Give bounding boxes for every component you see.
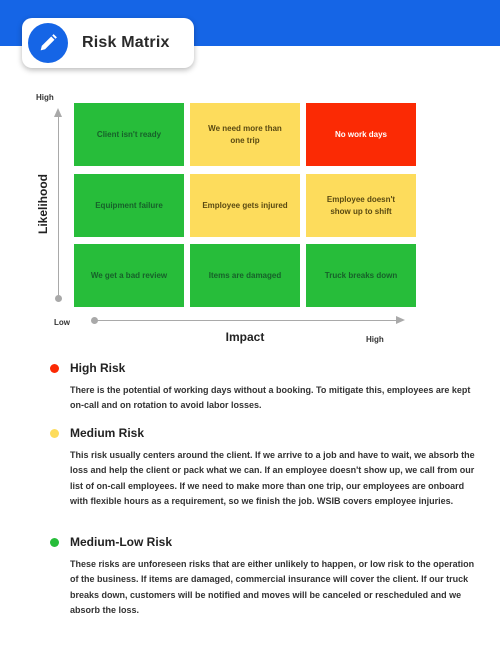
matrix-cell-r3-c2: Items are damaged xyxy=(190,244,300,307)
section-medium-low-risk: Medium-Low Risk These risks are unforese… xyxy=(42,535,482,619)
cell-label: We get a bad review xyxy=(90,270,168,280)
pencil-icon xyxy=(28,23,68,63)
y-axis-origin-dot xyxy=(55,295,62,302)
section-title: Medium Risk xyxy=(70,426,145,440)
cell-label: Employee doesn't show up to shift xyxy=(326,194,396,216)
y-axis-low-label: Low xyxy=(54,318,70,327)
y-axis-arrow xyxy=(54,108,62,117)
medium-risk-dot xyxy=(50,429,59,438)
page-title: Risk Matrix xyxy=(82,34,170,51)
matrix-cell-r3-c3: Truck breaks down xyxy=(306,244,416,307)
section-title: High Risk xyxy=(70,361,126,375)
matrix-cell-r1-c2: We need more than one trip xyxy=(190,103,300,166)
section-body: There is the potential of working days w… xyxy=(70,385,471,411)
y-axis-line xyxy=(58,116,59,299)
cell-label: Employee gets injured xyxy=(202,200,288,210)
cell-label: Client isn't ready xyxy=(96,129,162,139)
cell-label: Truck breaks down xyxy=(324,270,398,280)
matrix-cell-r2-c1: Equipment failure xyxy=(74,174,184,237)
matrix-cell-r2-c3: Employee doesn't show up to shift xyxy=(306,174,416,237)
section-body: This risk usually centers around the cli… xyxy=(70,450,475,507)
cell-label: Items are damaged xyxy=(208,270,282,280)
section-medium-risk: Medium Risk This risk usually centers ar… xyxy=(42,426,482,510)
pencil-icon-svg xyxy=(40,34,57,51)
matrix-cell-r2-c2: Employee gets injured xyxy=(190,174,300,237)
matrix-cell-r1-c1: Client isn't ready xyxy=(74,103,184,166)
x-axis-line xyxy=(96,320,396,321)
x-axis-title: Impact xyxy=(225,330,265,344)
cell-label: No work days xyxy=(334,129,387,139)
cell-label: Equipment failure xyxy=(95,200,163,210)
medium-low-risk-dot xyxy=(50,538,59,547)
matrix-cell-r3-c1: We get a bad review xyxy=(74,244,184,307)
cell-label: We need more than one trip xyxy=(208,123,282,145)
high-risk-dot xyxy=(50,364,59,373)
section-title: Medium-Low Risk xyxy=(70,535,173,549)
section-body: These risks are unforeseen risks that ar… xyxy=(70,559,475,616)
matrix-cell-r1-c3: No work days xyxy=(306,103,416,166)
x-axis-high-label: High xyxy=(366,335,384,344)
x-axis-origin-dot xyxy=(91,317,98,324)
x-axis-arrow xyxy=(396,316,405,324)
section-high-risk: High Risk There is the potential of work… xyxy=(42,361,482,414)
y-axis-title: Likelihood xyxy=(36,174,50,234)
y-axis-high-label: High xyxy=(36,93,54,102)
